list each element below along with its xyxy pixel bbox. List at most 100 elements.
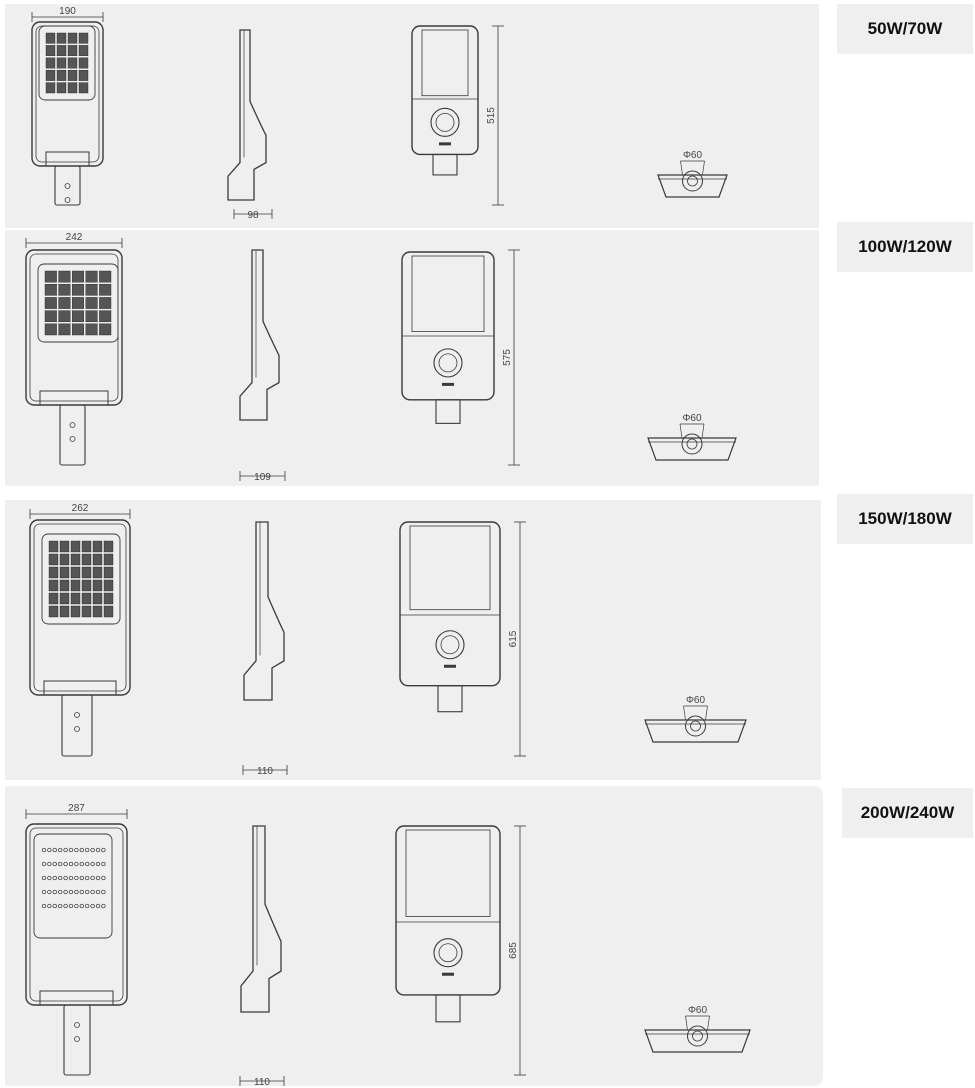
depth-value: 110 xyxy=(254,1077,270,1088)
led-dot xyxy=(90,875,95,881)
led-array xyxy=(45,32,89,94)
led-module xyxy=(45,32,56,44)
sensor-socket xyxy=(433,938,463,968)
led-dot xyxy=(90,903,95,909)
led-dot xyxy=(95,889,101,895)
led-dot xyxy=(74,847,79,853)
led-dot xyxy=(95,875,101,881)
led-module xyxy=(85,270,98,283)
width-dimension: 287 xyxy=(25,803,128,819)
led-module xyxy=(67,57,78,69)
led-module xyxy=(71,310,84,323)
back-cover xyxy=(405,829,491,917)
back-cover xyxy=(421,29,469,97)
led-dot xyxy=(79,861,84,867)
width-value: 190 xyxy=(59,6,76,17)
led-dot xyxy=(68,903,74,909)
vent-slot xyxy=(442,972,454,976)
led-dot xyxy=(101,861,106,867)
led-module xyxy=(56,45,67,57)
bolt xyxy=(64,183,71,189)
led-module xyxy=(99,323,112,336)
vent-slot xyxy=(442,382,454,386)
led-dot xyxy=(52,889,57,895)
led-module xyxy=(67,82,78,94)
led-module xyxy=(103,605,114,618)
bolt xyxy=(74,1036,80,1042)
depth-value: 109 xyxy=(254,472,271,483)
led-module xyxy=(70,566,81,579)
led-module xyxy=(85,297,98,309)
bracket-diameter-value: Φ60 xyxy=(683,150,703,161)
led-dot xyxy=(79,847,84,853)
led-module xyxy=(67,32,78,44)
vent-slot xyxy=(439,142,451,146)
led-dot xyxy=(79,903,84,909)
led-module xyxy=(99,310,112,323)
led-module xyxy=(71,284,84,296)
pole-adapter xyxy=(432,153,458,176)
depth-value: 98 xyxy=(247,210,259,221)
led-dot xyxy=(52,875,57,881)
led-module xyxy=(92,566,103,579)
diameter-leader xyxy=(683,705,686,721)
width-value: 262 xyxy=(72,503,89,514)
mount-plate xyxy=(43,680,117,696)
led-dot xyxy=(68,861,74,867)
led-module xyxy=(44,284,57,296)
led-module xyxy=(78,69,89,81)
led-module xyxy=(44,323,57,336)
led-dot xyxy=(47,889,52,895)
bracket-diameter-value: Φ60 xyxy=(682,413,702,424)
mount-plate xyxy=(39,990,114,1006)
led-module xyxy=(99,284,112,296)
lens-frame xyxy=(33,833,113,939)
depth-value: 110 xyxy=(257,766,273,777)
height-dimension: 575 xyxy=(502,249,520,466)
back-cover xyxy=(411,255,485,332)
height-value: 515 xyxy=(486,107,497,124)
led-module xyxy=(92,579,103,592)
led-module xyxy=(81,566,92,579)
mount-plate xyxy=(45,151,90,167)
led-module xyxy=(59,592,70,605)
side-view: 109 xyxy=(239,249,286,483)
housing-inner xyxy=(33,523,127,692)
diameter-leader xyxy=(705,705,708,721)
front-view: 287 xyxy=(25,803,128,1076)
panel-variant-3 xyxy=(5,500,821,780)
led-module xyxy=(59,579,70,592)
led-module xyxy=(58,297,71,309)
depth-dimension: 110 xyxy=(242,765,288,777)
depth-dimension: 98 xyxy=(233,209,273,221)
width-dimension: 242 xyxy=(25,232,123,248)
led-module xyxy=(70,605,81,618)
led-module xyxy=(48,605,59,618)
led-dot xyxy=(47,903,52,909)
width-dimension: 262 xyxy=(29,503,131,519)
led-module xyxy=(78,57,89,69)
lens-frame xyxy=(37,263,119,343)
bracket-body xyxy=(644,1029,751,1053)
pole-clamp-inner xyxy=(690,720,701,732)
pole-adapter xyxy=(63,1004,91,1076)
back-cover xyxy=(409,525,491,611)
diameter-leader xyxy=(707,1015,710,1031)
led-dot xyxy=(58,889,63,895)
led-module xyxy=(92,605,103,618)
led-module xyxy=(81,605,92,618)
diameter-leader xyxy=(702,160,705,176)
bolt xyxy=(74,726,80,732)
led-dot xyxy=(47,861,52,867)
led-dot xyxy=(63,903,68,909)
led-dot xyxy=(58,903,63,909)
led-module xyxy=(78,32,89,44)
side-profile xyxy=(243,521,285,701)
pole-clamp-inner xyxy=(687,175,698,187)
led-dot xyxy=(90,861,95,867)
led-module xyxy=(59,553,70,566)
height-dimension: 685 xyxy=(508,825,526,1076)
led-dot xyxy=(52,903,57,909)
width-dimension: 190 xyxy=(31,6,104,22)
